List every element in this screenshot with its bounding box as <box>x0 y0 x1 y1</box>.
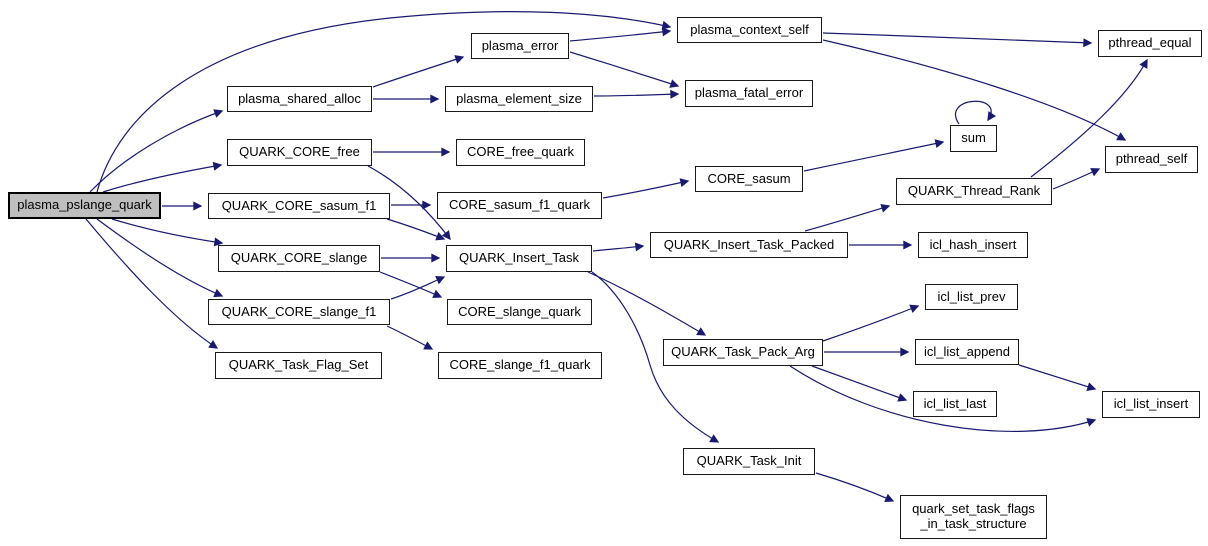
edge-plasma_pslange_quark-to-plasma_context_self <box>96 11 672 193</box>
node-icl_list_last[interactable]: icl_list_last <box>913 391 997 417</box>
node-CORE_slange_f1_quark[interactable]: CORE_slange_f1_quark <box>438 352 602 379</box>
edge-QUARK_Thread_Rank-to-pthread_self <box>1052 168 1101 190</box>
node-plasma_pslange_quark: plasma_pslange_quark <box>8 192 161 219</box>
edge-QUARK_Insert_Task-to-QUARK_Task_Init <box>591 271 720 443</box>
edge-QUARK_CORE_slange_f1-to-CORE_slange_f1_quark <box>386 325 434 350</box>
edge-plasma_error-to-plasma_context_self <box>569 27 672 42</box>
edge-QUARK_CORE_sasum_f1-to-QUARK_Insert_Task <box>386 218 446 241</box>
edge-QUARK_Insert_Task-to-QUARK_Insert_Task_Packed <box>592 242 645 252</box>
node-CORE_slange_quark[interactable]: CORE_slange_quark <box>447 299 592 325</box>
edge-plasma_pslange_quark-to-plasma_shared_alloc <box>89 109 224 193</box>
node-QUARK_Insert_Task[interactable]: QUARK_Insert_Task <box>446 245 592 272</box>
node-plasma_error[interactable]: plasma_error <box>471 33 569 59</box>
node-CORE_sasum_f1_quark[interactable]: CORE_sasum_f1_quark <box>437 192 602 219</box>
edge-plasma_pslange_quark-to-QUARK_CORE_slange_f1 <box>96 218 224 298</box>
node-plasma_element_size[interactable]: plasma_element_size <box>445 86 593 112</box>
edge-plasma_error-to-plasma_fatal_error <box>569 51 680 88</box>
edge-QUARK_Task_Pack_Arg-to-icl_list_insert <box>789 365 1097 432</box>
node-CORE_sasum[interactable]: CORE_sasum <box>695 166 803 192</box>
edge-sum-to-sum <box>955 100 996 125</box>
node-icl_list_insert[interactable]: icl_list_insert <box>1102 391 1200 418</box>
node-QUARK_Task_Pack_Arg[interactable]: QUARK_Task_Pack_Arg <box>663 339 823 366</box>
node-QUARK_Task_Init[interactable]: QUARK_Task_Init <box>683 448 815 475</box>
node-icl_hash_insert[interactable]: icl_hash_insert <box>918 232 1028 258</box>
node-plasma_fatal_error[interactable]: plasma_fatal_error <box>685 80 813 107</box>
node-sum[interactable]: sum <box>950 125 997 152</box>
edge-QUARK_Task_Pack_Arg-to-icl_list_prev <box>822 304 920 342</box>
edge-QUARK_Task_Pack_Arg-to-icl_list_last <box>811 365 908 402</box>
edge-icl_list_append-to-icl_list_insert <box>1018 364 1097 391</box>
node-plasma_context_self[interactable]: plasma_context_self <box>677 17 822 43</box>
edge-QUARK_CORE_slange-to-CORE_slange_quark <box>379 271 443 299</box>
edge-QUARK_Task_Init-to-quark_set_task_flags_in_task_structure <box>815 472 895 503</box>
edge-QUARK_Insert_Task-to-QUARK_Task_Pack_Arg <box>587 271 707 336</box>
node-pthread_self[interactable]: pthread_self <box>1105 146 1198 173</box>
edge-QUARK_CORE_slange_f1-to-QUARK_Insert_Task <box>390 275 446 300</box>
edge-CORE_sasum_f1_quark-to-CORE_sasum <box>602 178 690 199</box>
node-QUARK_CORE_free[interactable]: QUARK_CORE_free <box>227 139 372 166</box>
node-icl_list_prev[interactable]: icl_list_prev <box>925 284 1018 310</box>
node-quark_set_task_flags_in_task_structure[interactable]: quark_set_task_flags _in_task_structure <box>900 495 1047 539</box>
edge-QUARK_Insert_Task_Packed-to-QUARK_Thread_Rank <box>804 203 891 232</box>
edge-plasma_pslange_quark-to-QUARK_CORE_slange <box>111 218 224 247</box>
node-icl_list_append[interactable]: icl_list_append <box>915 339 1019 365</box>
node-plasma_shared_alloc[interactable]: plasma_shared_alloc <box>227 86 372 112</box>
node-QUARK_Insert_Task_Packed[interactable]: QUARK_Insert_Task_Packed <box>650 232 848 258</box>
edges-group <box>85 11 1148 503</box>
edge-QUARK_Thread_Rank-to-pthread_equal <box>1030 58 1148 178</box>
edge-plasma_context_self-to-pthread_self <box>822 39 1127 141</box>
edge-plasma_context_self-to-pthread_equal <box>822 32 1093 48</box>
edge-plasma_pslange_quark-to-QUARK_CORE_free <box>102 161 223 193</box>
edge-plasma_shared_alloc-to-plasma_error <box>372 55 465 88</box>
node-CORE_free_quark[interactable]: CORE_free_quark <box>456 139 585 166</box>
node-QUARK_Task_Flag_Set[interactable]: QUARK_Task_Flag_Set <box>215 352 382 379</box>
node-QUARK_CORE_slange[interactable]: QUARK_CORE_slange <box>218 245 380 272</box>
edge-CORE_sasum-to-sum <box>803 139 945 172</box>
node-QUARK_Thread_Rank[interactable]: QUARK_Thread_Rank <box>896 178 1052 205</box>
edge-plasma_element_size-to-plasma_fatal_error <box>593 89 680 99</box>
edge-QUARK_CORE_free-to-QUARK_Insert_Task <box>367 165 451 241</box>
edge-plasma_pslange_quark-to-QUARK_Task_Flag_Set <box>85 218 219 349</box>
node-QUARK_CORE_slange_f1[interactable]: QUARK_CORE_slange_f1 <box>208 299 390 325</box>
node-QUARK_CORE_sasum_f1[interactable]: QUARK_CORE_sasum_f1 <box>208 193 390 219</box>
node-pthread_equal[interactable]: pthread_equal <box>1098 30 1202 57</box>
